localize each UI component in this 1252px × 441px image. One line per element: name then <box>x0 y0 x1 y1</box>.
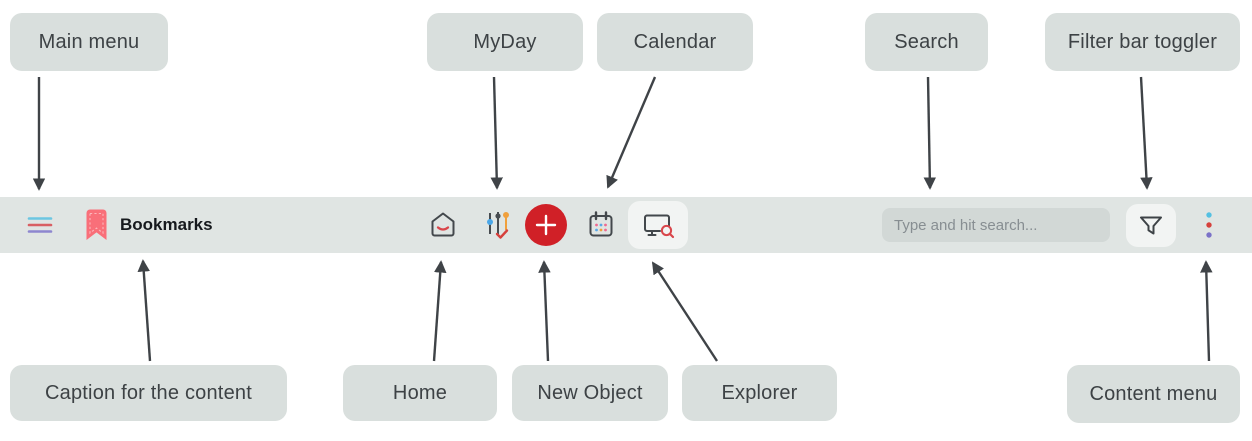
callout-label: Home <box>392 381 448 404</box>
callout-explorer: Explorer <box>682 365 837 421</box>
callout-search: Search <box>865 13 988 71</box>
content-menu-button[interactable] <box>1198 208 1220 242</box>
arrow-new-object <box>538 260 551 362</box>
arrow-calendar <box>606 76 657 189</box>
search-input[interactable] <box>882 208 1110 242</box>
funnel-icon <box>1140 216 1162 234</box>
callout-label: New Object <box>537 381 643 404</box>
home-icon <box>431 212 455 237</box>
callout-main-menu: Main menu <box>10 13 168 71</box>
explorer-monitor-search-icon <box>644 214 675 239</box>
arrow-search <box>923 76 937 190</box>
arrow-home <box>432 260 447 362</box>
callout-label: Main menu <box>38 30 140 53</box>
callout-label: Calendar <box>633 30 717 53</box>
arrow-content-menu <box>1200 260 1213 362</box>
callout-filter-bar-toggler: Filter bar toggler <box>1045 13 1240 71</box>
plus-icon <box>535 214 557 236</box>
arrow-explorer <box>651 261 719 362</box>
bookmark-icon <box>86 209 107 240</box>
callout-content-menu: Content menu <box>1067 365 1240 423</box>
callout-caption-for-the-content: Caption for the content <box>10 365 287 421</box>
callout-label: Search <box>894 30 959 53</box>
callout-label: Filter bar toggler <box>1067 30 1218 53</box>
new-object-button[interactable] <box>525 204 567 246</box>
page-title: Bookmarks <box>120 215 213 234</box>
calendar-button[interactable] <box>584 208 618 242</box>
filter-bar-toggle-button[interactable] <box>1126 204 1176 247</box>
myday-button[interactable] <box>482 208 514 242</box>
callout-calendar: Calendar <box>597 13 753 71</box>
home-button[interactable] <box>426 208 460 242</box>
callout-myday: MyDay <box>427 13 583 71</box>
arrow-filter-bar-toggler <box>1139 76 1153 190</box>
callout-label: MyDay <box>473 30 537 53</box>
calendar-icon <box>589 211 613 237</box>
content-caption: Bookmarks <box>85 197 213 253</box>
arrow-myday <box>490 76 503 190</box>
callout-label: Caption for the content <box>45 381 252 404</box>
callout-label: Explorer <box>721 381 798 404</box>
callout-home: Home <box>343 365 497 421</box>
arrow-caption-for-the-content <box>137 259 152 362</box>
explorer-button[interactable] <box>628 201 688 249</box>
myday-sliders-icon <box>487 212 509 239</box>
hamburger-menu-icon <box>27 217 53 233</box>
toolbar: Bookmarks <box>0 197 1252 253</box>
main-menu-button[interactable] <box>23 211 57 239</box>
vertical-dots-icon <box>1206 212 1212 238</box>
callout-label: Content menu <box>1089 382 1218 405</box>
callout-new-object: New Object <box>512 365 668 421</box>
